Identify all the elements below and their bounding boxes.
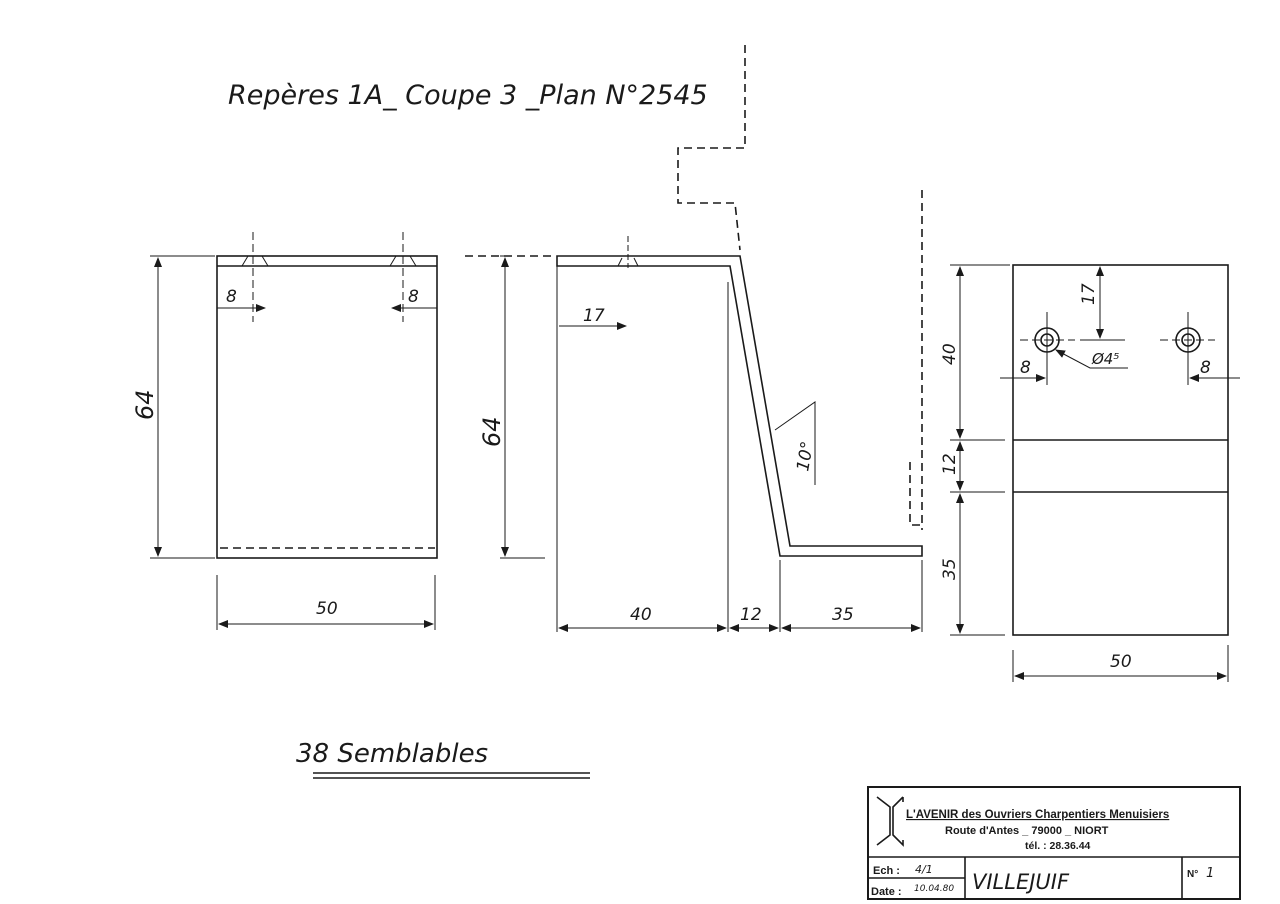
dim-width: 50 [316,599,338,619]
dim-segment-3: 35 [832,605,854,625]
company-phone: tél. : 28.36.44 [1025,840,1091,852]
dim-hole-right: 8 [1200,358,1211,378]
company-logo [876,796,904,847]
dim-angle: 10° [793,440,818,473]
date-label: Date : [871,886,902,898]
dim-zone-3: 35 [940,558,960,580]
hidden-line [909,462,922,526]
dim-hole-left: 8 [1020,358,1031,378]
dim-segment-2: 12 [740,605,762,625]
front-view: 8 8 64 50 [131,232,438,630]
project-name: VILLEJUIF [972,870,1070,894]
dim-hole-diameter: Ø4⁵ [1091,350,1119,368]
scale-value: 4/1 [915,863,933,876]
dim-hole-offset: 17 [583,306,605,326]
drawing-title: Repères 1A_ Coupe 3 _Plan N°2545 [228,80,708,111]
dim-zone-2: 12 [940,453,960,475]
quantity-note: 38 Semblables [296,739,488,769]
dim-hole-left: 8 [226,287,237,307]
dim-hole-depth: 17 [1079,283,1099,305]
top-view: 8 8 17 Ø4⁵ 40 12 35 50 [940,264,1240,682]
dim-height: 64 [131,389,159,420]
number-label: N° [1187,869,1198,880]
title-block: L'AVENIR des Ouvriers Charpentiers Menui… [867,786,1241,900]
side-view: 64 40 12 35 17 10° [465,236,923,632]
hidden-outline [677,45,746,251]
company-name: L'AVENIR des Ouvriers Charpentiers Menui… [906,809,1169,821]
dim-side-height: 64 [478,416,506,447]
dim-hole-right: 8 [408,287,419,307]
date-value: 10.04.80 [914,884,954,894]
dim-segment-1: 40 [630,605,652,625]
dim-zone-1: 40 [940,343,960,365]
dim-width: 50 [1110,652,1132,672]
number-value: 1 [1206,866,1214,881]
company-address: Route d'Antes _ 79000 _ NIORT [945,825,1109,837]
scale-label: Ech : [873,865,900,877]
